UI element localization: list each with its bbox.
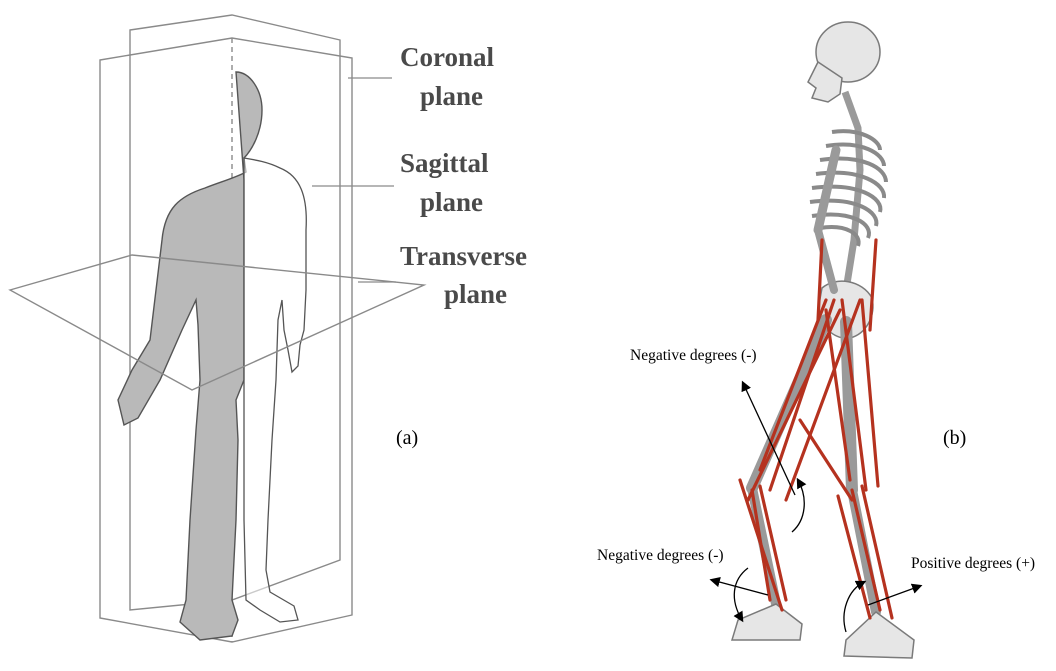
coronal-plane-label-line2: plane	[420, 81, 483, 111]
knee-direction-arrow	[712, 580, 768, 595]
transverse-plane-label-line2: plane	[444, 279, 507, 309]
human-figure-shaded-half	[118, 72, 262, 640]
hip-angle-label: Negative degrees (-)	[630, 347, 757, 364]
skull	[808, 22, 880, 102]
coronal-plane-label-line1: Coronal	[400, 42, 495, 72]
transverse-plane-label-line1: Transverse	[400, 241, 527, 271]
panel-a-label: (a)	[396, 427, 418, 449]
panel-b-musculoskeletal-model: Negative degrees (-) Negative degrees (-…	[597, 22, 1035, 658]
panel-a-anatomical-planes: Coronal plane Sagittal plane Transverse …	[10, 15, 527, 642]
human-figure-outline-half	[244, 158, 306, 622]
knee-angle-label: Negative degrees (-)	[597, 547, 724, 564]
sagittal-plane-label-line1: Sagittal	[400, 148, 489, 178]
knee-rotation-arrow	[734, 568, 748, 620]
plane-label-leaders	[312, 78, 396, 282]
hip-rotation-arrow	[792, 480, 804, 532]
panel-b-label: (b)	[943, 427, 966, 449]
sagittal-plane-label-line2: plane	[420, 187, 483, 217]
ankle-angle-label: Positive degrees (+)	[911, 555, 1035, 572]
